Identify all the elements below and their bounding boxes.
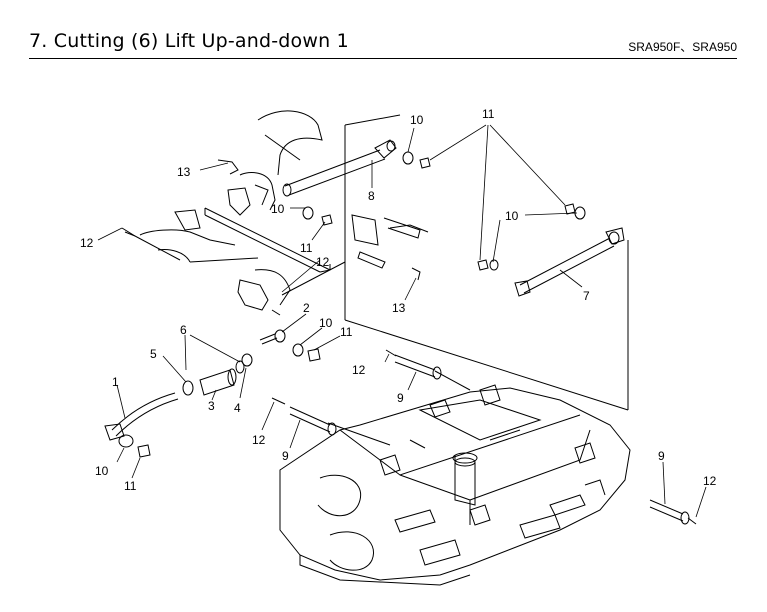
callout-12-left: 12: [80, 236, 94, 250]
callouts: 10 11 13 8 10 11 12 10 7 13 12 2 10 11 6…: [80, 107, 717, 493]
callout-11-top: 11: [482, 107, 495, 121]
callout-9-c: 9: [397, 391, 404, 405]
callout-10-mid: 10: [271, 202, 285, 216]
hardware: [104, 151, 697, 525]
callout-1: 1: [112, 375, 119, 389]
callout-6: 6: [180, 323, 187, 337]
callout-4: 4: [234, 401, 241, 415]
callout-13-mid: 13: [392, 301, 406, 315]
bracket-13-mid: [351, 214, 429, 269]
callout-11-bl: 11: [124, 479, 137, 493]
callout-8: 8: [368, 189, 375, 203]
callout-7: 7: [583, 289, 590, 303]
lift-frame: [139, 110, 346, 311]
leader-lines: [97, 124, 707, 518]
callout-2: 2: [303, 301, 310, 315]
header-divider: [29, 58, 737, 59]
callout-10-top: 10: [410, 113, 424, 127]
callout-12-r: 12: [703, 474, 717, 488]
mower-deck: [279, 384, 631, 586]
frame-outline: [344, 114, 629, 411]
callout-10-right: 10: [505, 209, 519, 223]
model-label: SRA950F、SRA950: [628, 40, 737, 54]
rod-7: [514, 227, 625, 297]
callout-9-r: 9: [658, 449, 665, 463]
callout-9-d: 9: [282, 449, 289, 463]
callout-12-d: 12: [252, 433, 266, 447]
callout-12-c: 12: [352, 363, 366, 377]
callout-5: 5: [150, 347, 157, 361]
rod-8: [282, 139, 397, 197]
callout-13-top: 13: [177, 165, 191, 179]
callout-11-mid: 11: [300, 241, 313, 255]
callout-11-b: 11: [340, 325, 353, 339]
callout-10-b: 10: [319, 316, 333, 330]
callout-10-bl: 10: [95, 464, 109, 478]
page-title: 7. Cutting (6) Lift Up-and-down 1: [29, 30, 349, 52]
callout-12-mid: 12: [316, 255, 330, 269]
callout-3: 3: [208, 399, 215, 413]
